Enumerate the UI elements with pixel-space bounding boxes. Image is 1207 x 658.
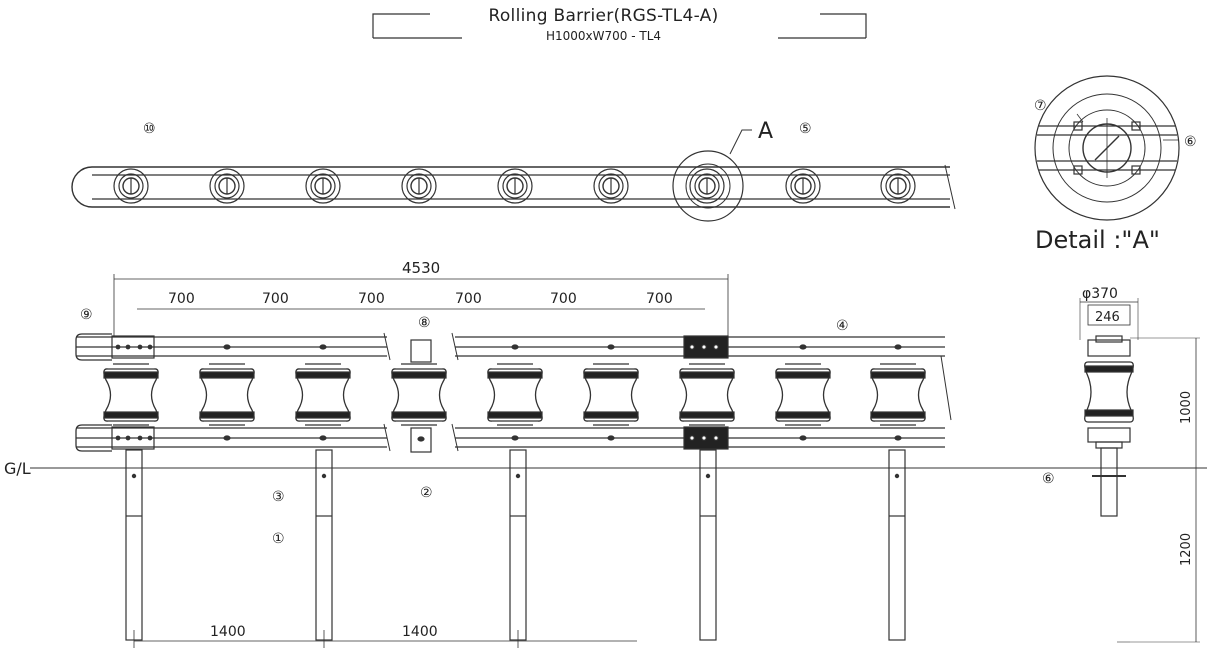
splice-bolt bbox=[689, 435, 695, 441]
plan-roller bbox=[209, 168, 245, 204]
detail-a-caption: Detail :"A" bbox=[1035, 226, 1160, 254]
splice-bolt bbox=[701, 344, 707, 350]
splice-bolt bbox=[701, 435, 707, 441]
dim-spacing-3: 700 bbox=[358, 291, 385, 307]
dim-spacing-6: 700 bbox=[646, 291, 673, 307]
rail-bolt bbox=[799, 344, 807, 350]
plan-roller bbox=[113, 168, 149, 204]
ground-level-label: G/L bbox=[4, 459, 31, 478]
title-bracket-right bbox=[820, 13, 867, 38]
dim-height: 1000 bbox=[1179, 391, 1194, 424]
rail-bolt bbox=[319, 435, 327, 441]
callout-2: ② bbox=[420, 485, 433, 501]
drawing-subtitle: H1000xW700 - TL4 bbox=[545, 29, 662, 43]
plan-roller bbox=[305, 168, 341, 204]
rail-bolt bbox=[223, 344, 231, 350]
dim-embed: 1200 bbox=[1179, 533, 1194, 566]
terminal-bolt bbox=[115, 435, 121, 441]
dim-spacing-2: 700 bbox=[262, 291, 289, 307]
callout-8: ⑧ bbox=[418, 315, 431, 331]
elevation-roller bbox=[391, 363, 447, 426]
terminal-bolt bbox=[137, 344, 143, 350]
dimension-lines bbox=[113, 274, 729, 648]
rail-bolt bbox=[319, 344, 327, 350]
rail-bolt bbox=[607, 435, 615, 441]
drawing-title: Rolling Barrier(RGS-TL4-A) bbox=[488, 6, 719, 26]
callout-7: ⑦ bbox=[1034, 98, 1047, 114]
splice-bolt bbox=[713, 435, 719, 441]
rail-bolt bbox=[607, 344, 615, 350]
post bbox=[315, 449, 333, 641]
terminal-bolt bbox=[115, 344, 121, 350]
dim-post-spacing-2: 1400 bbox=[402, 624, 438, 640]
rail-bolt bbox=[799, 435, 807, 441]
callout-6-detail: ⑥ bbox=[1184, 134, 1197, 150]
callout-1: ① bbox=[272, 531, 285, 547]
elevation-roller bbox=[583, 363, 639, 426]
rail-bolt bbox=[223, 435, 231, 441]
dim-spacing-1: 700 bbox=[168, 291, 195, 307]
splice-bolt bbox=[713, 344, 719, 350]
dim-post-spacing-1: 1400 bbox=[210, 624, 246, 640]
plan-roller bbox=[689, 168, 725, 204]
rail-bolt bbox=[511, 344, 519, 350]
elevation-roller bbox=[870, 363, 926, 426]
dim-spacing-5: 700 bbox=[550, 291, 577, 307]
post bbox=[888, 449, 906, 641]
plan-roller bbox=[497, 168, 533, 204]
rail-bolt bbox=[511, 435, 519, 441]
callout-5: ⑤ bbox=[799, 121, 812, 137]
elevation-roller bbox=[487, 363, 543, 426]
detail-a-marker bbox=[672, 150, 744, 222]
rail-bolt bbox=[894, 344, 902, 350]
side-view bbox=[1079, 298, 1200, 643]
detail-a bbox=[1034, 75, 1180, 221]
callout-4: ④ bbox=[836, 318, 849, 334]
detail-a-marker-label: A bbox=[758, 119, 773, 144]
elevation-roller bbox=[775, 363, 831, 426]
splice-bolt bbox=[689, 344, 695, 350]
title-bracket-left bbox=[372, 13, 430, 38]
post bbox=[125, 449, 143, 641]
elevation-view bbox=[30, 332, 1207, 641]
dim-spacing-4: 700 bbox=[455, 291, 482, 307]
dim-diameter: φ370 bbox=[1082, 286, 1118, 302]
elevation-roller bbox=[295, 363, 351, 426]
rail-bolt bbox=[894, 435, 902, 441]
terminal-bolt bbox=[125, 344, 131, 350]
dim-overall: 4530 bbox=[402, 259, 440, 277]
elevation-roller bbox=[199, 363, 255, 426]
plan-roller bbox=[880, 168, 916, 204]
post bbox=[509, 449, 527, 641]
elevation-roller bbox=[103, 363, 159, 426]
side-roller bbox=[1084, 361, 1134, 423]
plan-roller bbox=[785, 168, 821, 204]
dim-inner: 246 bbox=[1095, 310, 1120, 325]
elevation-roller bbox=[679, 363, 735, 426]
terminal-bolt bbox=[147, 435, 153, 441]
terminal-bolt bbox=[137, 435, 143, 441]
callout-6-side: ⑥ bbox=[1042, 471, 1055, 487]
post bbox=[699, 449, 717, 641]
callout-3: ③ bbox=[272, 489, 285, 505]
plan-view bbox=[71, 129, 956, 222]
callout-10: ⑩ bbox=[143, 121, 156, 137]
plan-roller bbox=[593, 168, 629, 204]
callout-9: ⑨ bbox=[80, 307, 93, 323]
terminal-bolt bbox=[147, 344, 153, 350]
terminal-bolt bbox=[125, 435, 131, 441]
plan-roller bbox=[401, 168, 437, 204]
